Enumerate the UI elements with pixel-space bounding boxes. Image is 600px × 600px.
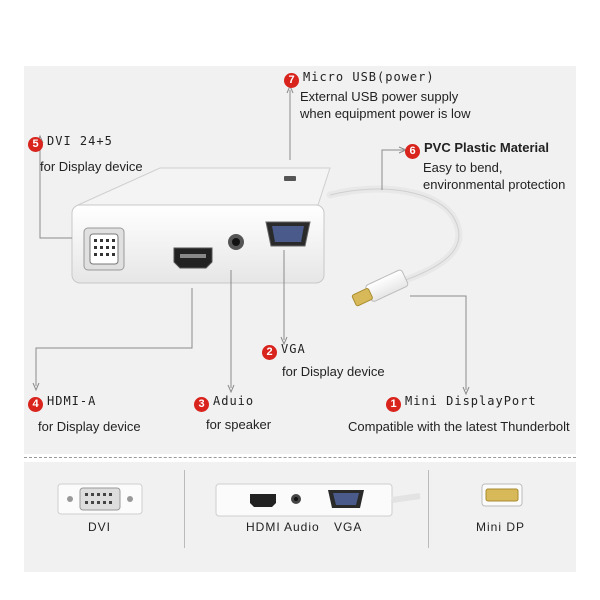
callout-desc-pvc-2: environmental protection [423, 177, 566, 192]
callout-desc-vga: for Display device [282, 364, 385, 379]
callout-desc-mini-dp: Compatible with the latest Thunderbolt [348, 419, 570, 434]
callout-number-4: 4 [28, 397, 43, 412]
hdmi-port [173, 247, 213, 269]
ports-thumb [215, 483, 421, 517]
callout-title-hdmi: HDMI-A [47, 394, 97, 408]
callout-title-mini-dp: Mini DisplayPort [405, 394, 537, 408]
callout-title-micro-usb: Micro USB(power) [303, 70, 435, 84]
callout-number-3: 3 [194, 397, 209, 412]
callout-number-7: 7 [284, 73, 299, 88]
callout-desc-micro-usb-2: when equipment power is low [300, 106, 471, 121]
thumb-label-hdmi: HDMI [246, 520, 281, 534]
callout-micro-usb: 7 Micro USB(power) External USB power sup… [284, 68, 471, 122]
callout-desc-micro-usb-1: External USB power supply [300, 89, 459, 104]
callout-desc-dvi: for Display device [40, 159, 143, 174]
callout-desc-hdmi: for Display device [38, 419, 141, 434]
audio-port [228, 234, 244, 250]
thumb-label-vga: VGA [334, 520, 363, 534]
thumbnail-strip [24, 462, 576, 572]
thumb-label-mini-dp: Mini DP [476, 520, 526, 534]
adapter-body [71, 204, 325, 284]
callout-dvi: 5 DVI 24+5 for Display device [28, 132, 143, 175]
mini-dp-plug [351, 269, 409, 307]
callout-number-2: 2 [262, 345, 277, 360]
dvi-port [83, 227, 125, 271]
vga-port [265, 221, 311, 247]
mini-dp-thumb [481, 483, 523, 507]
callout-audio: 3 Aduio for speaker [194, 392, 271, 433]
callout-desc-pvc-1: Easy to bend, [423, 160, 503, 175]
callout-pvc: 6 PVC Plastic Material Easy to bend, envi… [405, 139, 565, 193]
callout-title-dvi: DVI 24+5 [47, 134, 113, 148]
callout-title-pvc: PVC Plastic Material [424, 140, 549, 155]
callout-number-5: 5 [28, 137, 43, 152]
micro-usb-port [284, 176, 296, 181]
callout-number-1: 1 [386, 397, 401, 412]
callout-hdmi: 4 HDMI-A for Display device [28, 392, 141, 435]
thumb-separator [428, 470, 429, 548]
callout-number-6: 6 [405, 144, 420, 159]
callout-desc-audio: for speaker [206, 417, 272, 432]
thumb-label-audio: Audio [284, 520, 320, 534]
callout-title-vga: VGA [281, 342, 306, 356]
thumb-separator [184, 470, 185, 548]
thumb-label-dvi: DVI [88, 520, 112, 534]
callout-mini-dp: 1 Mini DisplayPort Compatible with the la… [348, 392, 570, 435]
dvi-thumb [57, 483, 143, 515]
callout-title-audio: Aduio [213, 394, 255, 408]
section-divider [24, 457, 576, 458]
callout-vga: 2 VGA for Display device [262, 340, 385, 380]
